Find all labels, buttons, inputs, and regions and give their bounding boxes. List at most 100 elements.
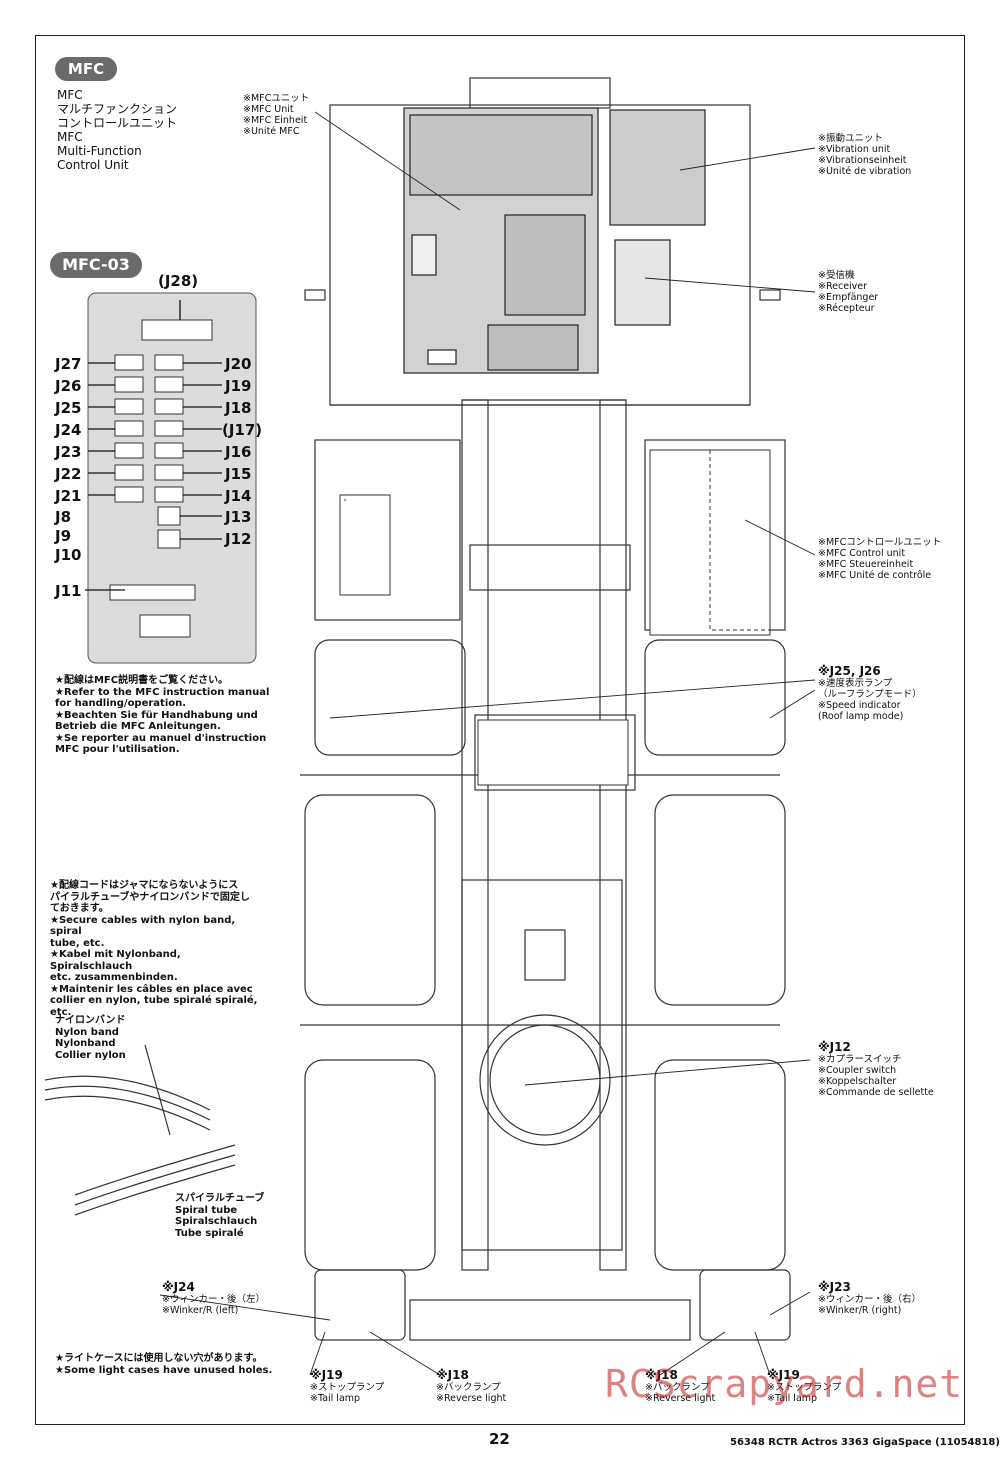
mfc-line: マルチファンクション [57, 102, 178, 116]
callout-line: ※J24 [162, 1280, 195, 1294]
left-battery-box [314, 439, 461, 621]
callout-line: ※Tail lamp [310, 1393, 361, 1404]
wheel-rr1 [654, 794, 786, 1006]
mfc-line: Control Unit [57, 158, 129, 172]
right-light-case [699, 1269, 791, 1341]
label-line: Nylonband [55, 1038, 116, 1049]
spiral-tube-label: スパイラルチューブ Spiral tube Spiralschlauch Tub… [175, 1193, 264, 1239]
callout-line: ※J25, J26 [818, 664, 881, 678]
callout-j25-j26: ※J25, J26 ※速度表示ランプ （ルーフランプモード） ※Speed in… [818, 664, 922, 722]
callout-line: ※MFCユニット [243, 93, 310, 104]
connector-label: J23 [55, 443, 82, 461]
callout-mfc-unit: ※MFCユニット ※MFC Unit ※MFC Einheit ※Unité M… [243, 93, 309, 137]
callout-line: ※MFCコントロールユニット [818, 537, 942, 548]
page-frame [35, 35, 965, 1425]
connector-label: J15 [225, 465, 252, 483]
callout-line: ※MFC Steuereinheit [818, 559, 914, 570]
connector-label: J8 [55, 508, 72, 526]
label-line: Collier nylon [55, 1049, 126, 1061]
callout-line: ※J23 [818, 1280, 851, 1294]
callout-line: ※バックランプ [436, 1382, 501, 1393]
callout-line: ※MFC Control unit [818, 548, 906, 559]
note-line: for handling/operation. [55, 698, 187, 709]
connector-label: J18 [225, 399, 252, 417]
callout-line: ※ウィンカー・後（右） [818, 1294, 921, 1305]
watermark: RCScrapyard.net [605, 1362, 964, 1406]
note-line: パイラルチューブやナイロンバンドで固定し [50, 891, 250, 903]
mfc03-badge: MFC-03 [50, 252, 142, 278]
callout-line: ※受信機 [818, 270, 855, 281]
callout-j12: ※J12 ※カプラースイッチ ※Coupler switch ※Koppelsc… [818, 1040, 934, 1098]
callout-line: ※J19 [310, 1368, 343, 1382]
callout-line: ※J18 [645, 1368, 678, 1382]
callout-line: ※Vibration unit [818, 144, 891, 155]
note-manual: ★配線はMFC説明書をご覧ください。 ★Refer to the MFC ins… [55, 675, 269, 756]
callout-line: ※バックランプ [645, 1382, 710, 1393]
footer-product: 56348 RCTR Actros 3363 GigaSpace (110548… [730, 1437, 1000, 1448]
mfc-line: MFC [57, 130, 83, 144]
note-line: ★Refer to the MFC instruction manual [55, 686, 270, 698]
fifth-wheel [479, 1014, 611, 1146]
connector-label: J13 [225, 508, 252, 526]
wheel-rr2 [654, 1059, 786, 1271]
callout-j23: ※J23 ※ウィンカー・後（右） ※Winker/R (right) [818, 1280, 921, 1316]
note-holes: ★ライトケースには使用しない穴があります。 ★Some light cases … [55, 1353, 272, 1376]
mfc-line: MFC [57, 88, 83, 102]
callout-control-unit: ※MFCコントロールユニット ※MFC Control unit ※MFC St… [818, 537, 941, 581]
callout-line: ※カプラースイッチ [818, 1054, 902, 1065]
note-line: ★Se reporter au manuel d'instruction [55, 732, 267, 744]
callout-receiver: ※受信機 ※Receiver ※Empfänger ※Récepteur [818, 270, 878, 314]
callout-line: ※振動ユニット [818, 133, 883, 144]
mfc-description: MFC マルチファンクション コントロールユニット MFC Multi-Func… [57, 88, 177, 172]
callout-j18-right: ※J18 ※バックランプ ※Reverse light [645, 1368, 715, 1404]
wheel-rl1 [304, 794, 436, 1006]
note-line: ★配線はMFC説明書をご覧ください。 [55, 675, 229, 686]
note-line: ★Kabel mit Nylonband, Spiralschlauch [50, 949, 181, 972]
cab-top [469, 77, 611, 109]
callout-line: ※速度表示ランプ [818, 678, 893, 689]
callout-line: ※Récepteur [818, 303, 875, 314]
callout-line: ※Reverse light [436, 1393, 507, 1404]
callout-line: ※MFC Unité de contrôle [818, 570, 932, 581]
callout-line: ※Receiver [818, 281, 868, 292]
callout-j19-left: ※J19 ※ストップランプ ※Tail lamp [310, 1368, 384, 1404]
callout-line: ※Winker/R (right) [818, 1305, 902, 1316]
callout-line: ※ウィンカー・後（左） [162, 1294, 265, 1305]
callout-line: ※Unité MFC [243, 126, 300, 137]
callout-line: ※Speed indicator [818, 700, 901, 711]
callout-line: ※MFC Unit [243, 104, 294, 115]
callout-line: ※Vibrationseinheit [818, 155, 907, 166]
connector-label: J10 [55, 546, 82, 564]
connector-label: J12 [225, 530, 252, 548]
left-rail [461, 399, 489, 1271]
callout-line: ※MFC Einheit [243, 115, 308, 126]
callout-line: （ルーフランプモード） [818, 689, 922, 700]
vibration-unit-box [609, 109, 706, 226]
note-line: ★ライトケースには使用しない穴があります。 [55, 1353, 263, 1364]
note-line: collier en nylon, tube spiralé spiralé, … [50, 995, 258, 1018]
callout-j24: ※J24 ※ウィンカー・後（左） ※Winker/R (left) [162, 1280, 265, 1316]
connector-label: J14 [225, 487, 252, 505]
callout-line: ※ストップランプ [767, 1382, 842, 1393]
note-line: tube, etc. [50, 937, 105, 949]
connector-label: J9 [55, 527, 72, 545]
connector-label: (J17) [222, 421, 263, 439]
connector-label: J20 [225, 355, 252, 373]
callout-vibration: ※振動ユニット ※Vibration unit ※Vibrationseinhe… [818, 133, 911, 177]
cross-member-2 [474, 714, 636, 791]
connector-label: J19 [225, 377, 252, 395]
note-line: ★Some light cases have unused holes. [55, 1364, 273, 1376]
callout-line: ※Tail lamp [767, 1393, 818, 1404]
callout-line: ※ストップランプ [310, 1382, 385, 1393]
j28-label: (J28) [158, 272, 199, 290]
connector-label: J16 [225, 443, 252, 461]
connector-label: J26 [55, 377, 82, 395]
callout-line: ※J19 [767, 1368, 800, 1382]
label-line: Spiral tube [175, 1204, 238, 1216]
wheel-rl2 [304, 1059, 436, 1271]
left-light-case [314, 1269, 406, 1341]
callout-line: ※Koppelschalter [818, 1076, 897, 1087]
callout-line: ※Winker/R (left) [162, 1305, 239, 1316]
callout-j19-right: ※J19 ※ストップランプ ※Tail lamp [767, 1368, 841, 1404]
